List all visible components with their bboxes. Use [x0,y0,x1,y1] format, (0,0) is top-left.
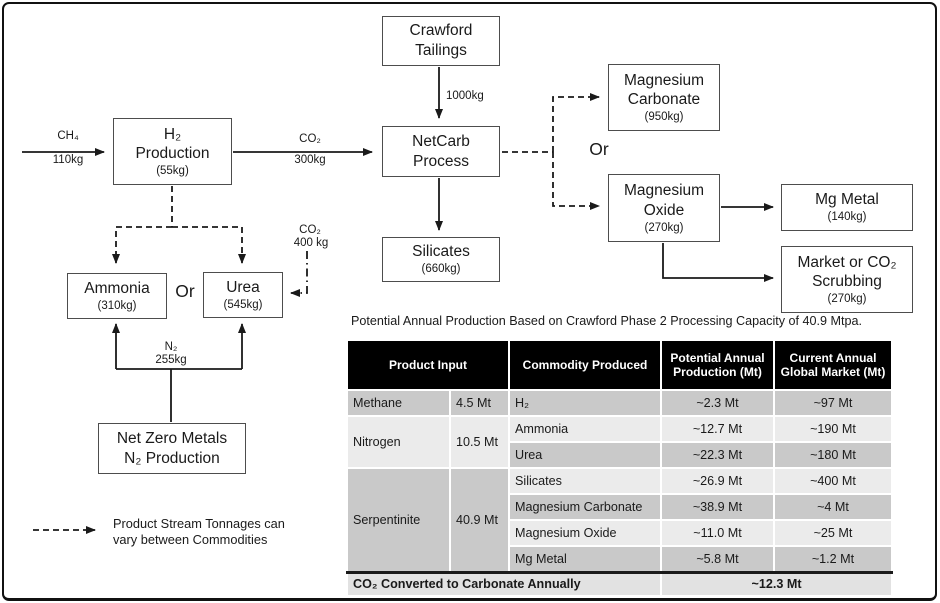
footer-co2-converted-label: CO₂ Converted to Carbonate Annually [346,570,662,597]
edge-label-co2-urea-amount: 400 kg [293,237,329,249]
node-silicates-label: Silicates [412,243,470,261]
cell-commodity-urea: Urea [508,441,662,469]
node-silicates: Silicates (660kg) [382,237,500,282]
cell-amount-methane: 4.5 Mt [449,389,510,417]
table-row: Methane 4.5 Mt H₂ ~2.3 Mt ~97 Mt [346,389,893,417]
table-row: Serpentinite 40.9 Mt Silicates ~26.9 Mt … [346,467,893,573]
production-table: Product Input Commodity Produced Potenti… [346,339,893,597]
header-commodity-produced: Commodity Produced [508,339,662,391]
cell-input-methane: Methane [346,389,451,417]
node-ammonia: Ammonia (310kg) [67,273,167,319]
header-global-market: Current Annual Global Market (Mt) [773,339,893,391]
dashed-netcarb-to-mgoxide [552,152,600,210]
cell-input-nitrogen: Nitrogen [346,415,451,469]
node-magnesium-oxide: Magnesium Oxide (270kg) [608,174,720,242]
node-netcarb-process-label: NetCarb Process [412,132,470,170]
node-h2-production-label: H₂ Production [135,125,210,163]
node-market-or-co2-scrubbing: Market or CO₂ Scrubbing (270kg) [781,246,913,313]
node-h2-production: H₂ Production (55kg) [113,118,232,185]
dashdot-co2-to-urea [290,251,308,297]
node-ammonia-amount: (310kg) [97,299,137,312]
cell-market-urea: ~180 Mt [773,441,893,469]
header-potential-production: Potential Annual Production (Mt) [660,339,775,391]
node-urea-label: Urea [226,278,260,296]
edge-label-ch4-amount: 110kg [52,154,84,166]
dashed-h2-to-ammonia [112,226,172,264]
cell-amount-serpentinite: 40.9 Mt [449,467,510,573]
cell-amount-nitrogen: 10.5 Mt [449,415,510,469]
cell-market-h2: ~97 Mt [773,389,893,417]
node-netcarb-process: NetCarb Process [382,126,500,177]
line-n2-manifold [116,368,242,422]
node-net-zero-metals: Net Zero Metals N₂ Production [98,423,246,474]
legend-text: Product Stream Tonnages can vary between… [113,516,285,547]
cell-commodity-mg-metal: Mg Metal [508,545,662,573]
edge-label-tailings-amount: 1000kg [446,90,484,102]
edge-label-co2-netcarb-formula: CO₂ [299,133,321,145]
cell-production-mg-oxide: ~11.0 Mt [660,519,775,547]
node-urea: Urea (545kg) [203,272,283,318]
or-label-right: Or [589,139,609,159]
node-magnesium-oxide-amount: (270kg) [644,221,684,234]
cell-commodity-mg-carbonate: Magnesium Carbonate [508,493,662,521]
cell-production-silicates: ~26.9 Mt [660,467,775,495]
node-net-zero-metals-label: Net Zero Metals N₂ Production [116,429,228,467]
cell-commodity-ammonia: Ammonia [508,415,662,443]
node-silicates-amount: (660kg) [421,263,461,276]
cell-market-mg-carbonate: ~4 Mt [773,493,893,521]
node-magnesium-carbonate-label: Magnesium Carbonate [623,71,705,109]
edge-label-co2-urea-formula: CO₂ [299,224,321,236]
node-mg-metal-label: Mg Metal [815,191,879,209]
cell-input-serpentinite: Serpentinite [346,467,451,573]
cell-production-ammonia: ~12.7 Mt [660,415,775,443]
edge-label-ch4-formula: CH₄ [57,130,79,142]
node-h2-production-amount: (55kg) [156,165,189,178]
arrow-mgoxide-to-market [662,243,774,282]
node-crawford-tailings-label: Crawford Tailings [409,22,473,59]
or-label-left: Or [175,281,195,301]
footer-co2-converted-value: ~12.3 Mt [660,570,893,597]
edge-label-n2-amount: 255kg [155,354,187,366]
table-row: Urea ~22.3 Mt ~180 Mt [347,441,893,469]
cell-market-mg-oxide: ~25 Mt [773,519,893,547]
table-row: Nitrogen 10.5 Mt Ammonia ~12.7 Mt ~190 M… [346,415,893,469]
node-magnesium-carbonate: Magnesium Carbonate (950kg) [608,64,720,131]
edge-label-co2-netcarb-amount: 300kg [294,154,326,166]
table-header-row: Product Input Commodity Produced Potenti… [346,339,893,391]
cell-production-mg-metal: ~5.8 Mt [660,545,775,573]
node-magnesium-oxide-label: Magnesium Oxide [623,182,705,219]
node-crawford-tailings: Crawford Tailings [382,16,500,66]
node-market-or-co2-scrubbing-amount: (270kg) [827,293,867,306]
cell-commodity-mg-oxide: Magnesium Oxide [508,519,662,547]
node-mg-metal: Mg Metal (140kg) [781,184,913,231]
table-title: Potential Annual Production Based on Cra… [351,314,863,328]
cell-market-silicates: ~400 Mt [773,467,893,495]
cell-market-ammonia: ~190 Mt [773,415,893,443]
cell-commodity-silicates: Silicates [508,467,662,495]
node-ammonia-label: Ammonia [84,279,150,297]
edge-label-n2-formula: N₂ [164,341,178,353]
table-footer-row: CO₂ Converted to Carbonate Annually ~12.… [346,570,893,597]
node-urea-amount: (545kg) [223,298,263,311]
dashed-h2-to-urea [172,226,246,264]
table-row: Mg Metal ~5.8 Mt ~1.2 Mt [347,545,893,573]
header-product-input: Product Input [346,339,510,391]
cell-market-mg-metal: ~1.2 Mt [773,545,893,573]
table-row: Magnesium Carbonate ~38.9 Mt ~4 Mt [347,493,893,521]
node-market-or-co2-scrubbing-label: Market or CO₂ Scrubbing [797,253,897,291]
cell-production-urea: ~22.3 Mt [660,441,775,469]
cell-production-h2: ~2.3 Mt [660,389,775,417]
node-magnesium-carbonate-amount: (950kg) [644,111,684,124]
node-mg-metal-amount: (140kg) [827,211,867,224]
cell-production-mg-carbonate: ~38.9 Mt [660,493,775,521]
table-row: Magnesium Oxide ~11.0 Mt ~25 Mt [347,519,893,547]
cell-commodity-h2: H₂ [508,389,662,417]
dashed-netcarb-to-mgcarb [552,93,600,152]
